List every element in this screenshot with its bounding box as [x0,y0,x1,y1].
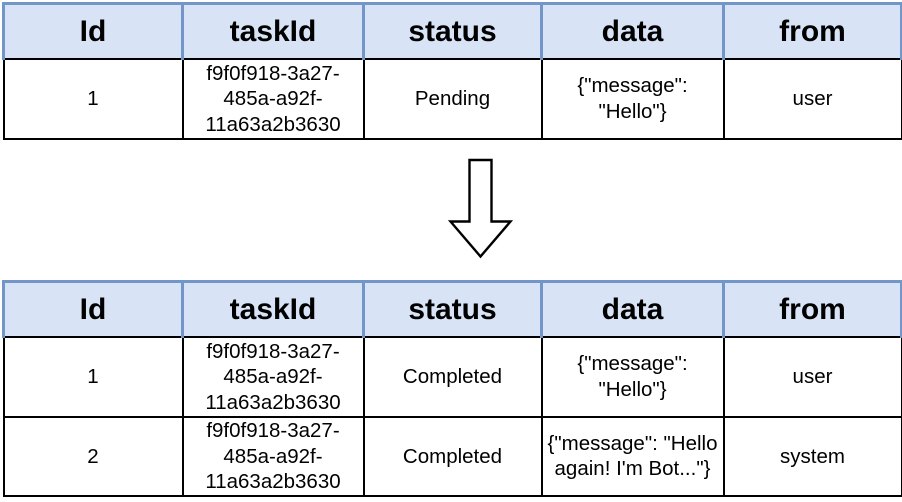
cell-data: {"message": "Hello"} [540,336,725,418]
table-row: 1 f9f0f918-3a27-485a-a92f-11a63a2b3630 C… [2,336,902,418]
table-row: 2 f9f0f918-3a27-485a-a92f-11a63a2b3630 C… [2,416,902,497]
cell-status: Pending [362,58,543,140]
header-cell-id: Id [2,280,184,337]
cell-id: 1 [2,58,184,140]
header-cell-from: from [722,280,902,337]
header-row: Id taskId status data from [2,280,902,337]
cell-from: system [722,416,902,497]
cell-id: 2 [2,416,184,497]
cell-id: 1 [2,336,184,418]
cell-from: user [722,336,902,418]
cell-status: Completed [362,336,543,418]
table-row: 1 f9f0f918-3a27-485a-a92f-11a63a2b3630 P… [2,58,902,140]
cell-from: user [722,58,902,140]
header-cell-data: data [540,2,725,59]
header-cell-status: status [362,2,543,59]
table-after: Id taskId status data from 1 f9f0f918-3a… [2,280,902,497]
header-cell-status: status [362,280,543,337]
cell-data: {"message": "Hello"} [540,58,725,140]
header-cell-from: from [722,2,902,59]
header-cell-id: Id [2,2,184,59]
table-before: Id taskId status data from 1 f9f0f918-3a… [2,2,902,140]
cell-taskid: f9f0f918-3a27-485a-a92f-11a63a2b3630 [181,336,365,418]
cell-data: {"message": "Hello again! I'm Bot..."} [540,416,725,497]
down-arrow-icon [447,158,514,259]
header-cell-data: data [540,280,725,337]
cell-taskid: f9f0f918-3a27-485a-a92f-11a63a2b3630 [181,416,365,497]
header-row: Id taskId status data from [2,2,902,59]
cell-taskid: f9f0f918-3a27-485a-a92f-11a63a2b3630 [181,58,365,140]
header-cell-taskid: taskId [181,2,365,59]
header-cell-taskid: taskId [181,280,365,337]
cell-status: Completed [362,416,543,497]
